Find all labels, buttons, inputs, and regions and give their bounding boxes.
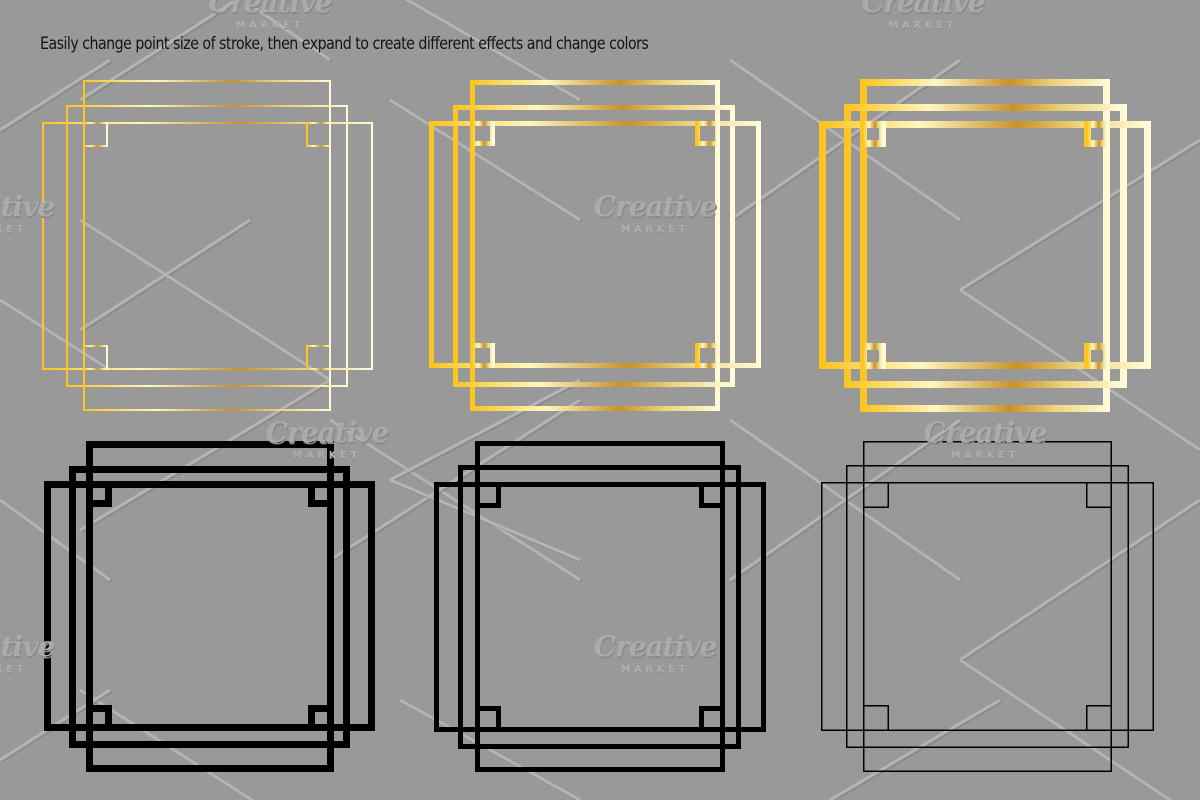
corner-square — [1084, 121, 1110, 147]
frame-black-medium — [434, 441, 766, 772]
corner-square — [863, 705, 889, 731]
corner-square — [1086, 705, 1112, 731]
frames-grid — [42, 79, 1154, 772]
corner-square — [863, 482, 889, 508]
corner-square — [1084, 343, 1110, 369]
frame-black-thin — [821, 441, 1154, 772]
corner-square — [695, 343, 720, 368]
corner-square — [83, 122, 108, 147]
corner-square — [860, 121, 886, 147]
frame-gold-thick — [819, 79, 1151, 412]
corner-square — [699, 706, 725, 732]
caption-text: Easily change point size of stroke, then… — [40, 34, 649, 53]
corner-square — [86, 481, 112, 507]
corner-square — [83, 345, 108, 370]
corner-square — [306, 122, 331, 147]
corner-square — [308, 481, 334, 507]
corner-square — [308, 705, 334, 731]
corner-square — [1086, 482, 1112, 508]
corner-square — [86, 705, 112, 731]
corner-square — [475, 482, 501, 508]
corner-square — [470, 121, 495, 146]
corner-square — [306, 345, 331, 370]
frame-black-thick — [44, 441, 375, 772]
corner-square — [860, 343, 886, 369]
corner-square — [699, 482, 725, 508]
frame-gold-thin — [42, 80, 373, 411]
frame-gold-medium — [429, 80, 761, 411]
corner-square — [470, 343, 495, 368]
corner-square — [695, 121, 720, 146]
corner-square — [475, 706, 501, 732]
